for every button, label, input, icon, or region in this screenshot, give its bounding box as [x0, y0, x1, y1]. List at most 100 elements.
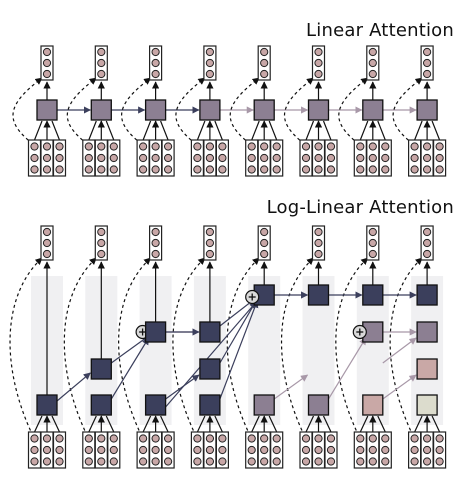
log-linear-write-line — [431, 415, 441, 433]
linear-write-line — [105, 120, 115, 141]
linear-write-line — [431, 120, 441, 141]
log-linear-query-arc — [389, 257, 423, 437]
log-linear-state-box — [90, 394, 112, 416]
log-linear-state-box — [144, 394, 167, 416]
linear-output-token — [203, 45, 217, 81]
log-linear-merge-arrow — [219, 300, 259, 400]
log-linear-query-arc — [118, 257, 152, 437]
log-linear-input-token — [408, 431, 447, 469]
log-linear-output-token — [149, 225, 163, 261]
log-linear-write-line — [160, 415, 169, 433]
log-linear-input-token — [27, 431, 67, 469]
log-linear-state-box — [90, 358, 112, 380]
log-linear-write-line — [322, 415, 332, 433]
linear-write-line — [377, 120, 386, 141]
linear-write-line — [268, 120, 278, 141]
log-linear-state-box — [362, 284, 384, 306]
linear-output-token — [311, 45, 326, 81]
log-linear-query-arc — [280, 257, 315, 437]
log-linear-write-line — [251, 415, 260, 433]
log-linear-state-box — [307, 394, 330, 416]
log-linear-state-box — [36, 394, 58, 416]
log-linear-state-box — [416, 358, 438, 380]
log-linear-write-line — [305, 415, 315, 433]
linear-attention-title: Linear Attention — [306, 20, 454, 41]
log-linear-input-token — [82, 431, 121, 469]
log-linear-query-arc — [63, 257, 97, 437]
log-linear-output-token — [257, 225, 271, 261]
log-linear-merge-arrow — [110, 337, 150, 400]
linear-state-box — [90, 99, 112, 121]
log-linear-write-line — [268, 415, 278, 433]
log-linear-state-box — [199, 358, 221, 380]
linear-input-token — [136, 139, 175, 177]
log-linear-write-line — [214, 415, 223, 433]
log-linear-input-token — [136, 431, 175, 469]
linear-query-arc — [229, 77, 260, 145]
log-linear-state-box — [362, 394, 384, 416]
log-linear-state-box — [199, 321, 221, 343]
linear-write-line — [51, 120, 61, 141]
log-linear-query-arc — [172, 257, 206, 437]
linear-input-token — [353, 139, 392, 177]
log-linear-merge-arrow — [273, 374, 309, 400]
log-linear-output-token — [203, 225, 217, 261]
merge-sum-node — [245, 289, 260, 305]
log-linear-merge-arrow — [382, 374, 417, 400]
linear-state-box — [253, 99, 275, 121]
linear-write-line — [305, 120, 315, 141]
log-linear-merge-arrow — [56, 372, 91, 402]
linear-input-token — [190, 139, 229, 177]
log-linear-output-token — [366, 225, 380, 261]
log-linear-input-token — [245, 431, 284, 469]
log-linear-output-token — [94, 225, 108, 261]
log-linear-output-token — [311, 225, 326, 261]
linear-query-arc — [121, 77, 152, 145]
linear-state-box — [307, 99, 330, 121]
log-linear-state-box — [416, 394, 438, 416]
linear-query-arc — [175, 77, 206, 145]
linear-input-token — [82, 139, 121, 177]
log-linear-write-line — [359, 415, 369, 433]
log-linear-state-box — [416, 321, 438, 343]
log-linear-merge-arrow — [219, 298, 258, 364]
linear-write-line — [160, 120, 169, 141]
linear-output-token — [149, 45, 163, 81]
linear-input-token — [245, 139, 284, 177]
linear-input-token — [299, 139, 338, 177]
log-linear-output-token — [420, 225, 434, 261]
log-linear-input-token — [353, 431, 392, 469]
linear-state-box — [144, 99, 167, 121]
log-linear-state-box — [144, 321, 167, 343]
log-linear-input-token — [190, 431, 229, 469]
log-linear-write-line — [142, 415, 152, 433]
log-linear-write-line — [105, 415, 115, 433]
linear-write-line — [359, 120, 369, 141]
log-linear-write-line — [88, 415, 97, 433]
linear-state-box — [362, 99, 384, 121]
log-linear-merge-arrow — [327, 337, 367, 400]
linear-output-token — [420, 45, 434, 81]
linear-write-line — [88, 120, 97, 141]
log-linear-write-line — [196, 415, 206, 433]
linear-output-token — [40, 45, 54, 81]
merge-sum-node — [352, 324, 367, 340]
linear-write-line — [142, 120, 152, 141]
log-linear-output-token — [40, 225, 54, 261]
log-linear-state-box — [307, 284, 330, 306]
linear-output-token — [366, 45, 380, 81]
log-linear-write-line — [51, 415, 61, 433]
linear-output-token — [94, 45, 108, 81]
log-linear-state-box — [416, 284, 438, 306]
linear-query-arc — [284, 77, 315, 145]
linear-input-token — [27, 139, 67, 177]
linear-state-box — [36, 99, 58, 121]
linear-state-box — [416, 99, 438, 121]
linear-write-line — [414, 120, 423, 141]
log-linear-state-box — [199, 394, 221, 416]
linear-state-box — [199, 99, 221, 121]
log-linear-query-arc — [335, 257, 369, 437]
linear-write-line — [33, 120, 43, 141]
